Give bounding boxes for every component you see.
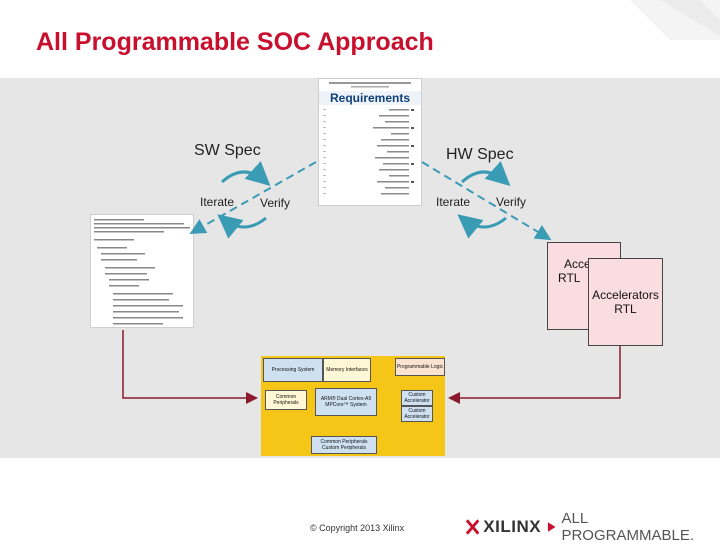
hw-verify-label: Verify: [496, 195, 527, 209]
soc-custom-accelerator-2: Custom Accelerator: [401, 406, 433, 422]
soc-processing-system: Processing System: [263, 358, 323, 382]
req-to-code-arrow: [189, 161, 317, 234]
logo-tagline: ALL PROGRAMMABLE.: [561, 510, 694, 544]
soc-arm-core: ARM® Dual Cortex-A9 MPCore™ System: [315, 388, 377, 416]
header-decoration: [630, 0, 720, 40]
hw-cycle-top-arrow: [460, 161, 511, 187]
accelerators-rtl-card-front: Accelerators RTL: [588, 258, 663, 346]
soc-common-custom-peripherals: Common Peripherals Custom Peripherals: [311, 436, 377, 454]
slide-title: All Programmable SOC Approach: [36, 28, 434, 56]
sw-spec-label: SW Spec: [194, 142, 261, 159]
sw-cycle-top-arrow: [220, 161, 271, 187]
hw-iterate-label: Iterate: [436, 195, 471, 209]
accelerators-to-soc-connector: [448, 346, 621, 404]
req-to-accelerators-arrow: [421, 161, 552, 241]
sw-cycle-bottom-arrow: [217, 214, 267, 239]
software-code-document: [90, 214, 194, 328]
code-to-soc-connector: [122, 330, 258, 404]
soc-common-peripherals: Common Peripherals: [265, 390, 307, 410]
soc-memory-interfaces: Memory Interfaces: [323, 358, 371, 382]
hw-spec-label: HW Spec: [446, 146, 514, 163]
sw-verify-label: Verify: [260, 196, 291, 210]
hw-cycle-bottom-arrow: [457, 214, 507, 239]
xilinx-x-icon: [466, 519, 480, 535]
logo-wordmark: XILINX: [483, 517, 542, 536]
xilinx-logo: XILINX ALL PROGRAMMABLE.: [466, 510, 716, 544]
card-front-line2: RTL: [614, 302, 637, 316]
soc-custom-accelerator-1: Custom Accelerator: [401, 390, 433, 406]
requirements-document: Requirements: [318, 78, 422, 206]
copyright-text: © Copyright 2013 Xilinx: [310, 523, 405, 533]
zynq-soc-diagram: Processing System Memory Interfaces Prog…: [261, 356, 445, 456]
sw-iterate-label: Iterate: [200, 195, 235, 209]
soc-programmable-logic: Programmable Logic: [395, 358, 445, 376]
card-back-line2: RTL: [558, 271, 581, 285]
requirements-label: Requirements: [319, 91, 421, 105]
card-front-line1: Accelerators: [592, 288, 659, 302]
chevron-right-icon: [547, 522, 556, 532]
